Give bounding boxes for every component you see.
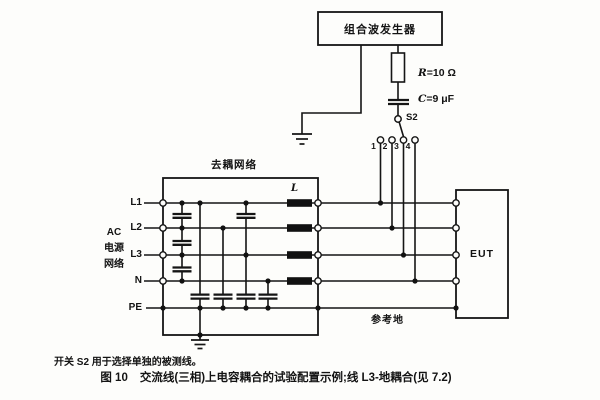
junction-dots xyxy=(160,200,459,338)
resistor-symbol: R xyxy=(418,67,427,79)
decoupling-inductors xyxy=(287,199,312,285)
selector-terminals xyxy=(376,136,419,281)
conductor-label-n: N xyxy=(134,274,142,286)
generator-box xyxy=(317,11,443,46)
ac-source-line-3: 网络 xyxy=(104,259,124,270)
capacitor-value: =9 μF xyxy=(426,93,455,105)
decoupling-network-label: 去耦网络 xyxy=(211,159,257,171)
terminal-4-label: 4 xyxy=(405,141,411,151)
coupling-resistor xyxy=(390,52,406,83)
switch-s2-label: S2 xyxy=(406,112,418,123)
reference-ground-label: 参考地 xyxy=(371,315,404,326)
inductor-symbol-label: L xyxy=(291,183,299,194)
switch-note: 开关 S2 用于选择单独的被测线。 xyxy=(54,357,202,368)
capacitor-label: C=9 μF xyxy=(418,93,454,105)
switch-s2 xyxy=(394,115,405,137)
resistor-value: =10 Ω xyxy=(426,67,456,79)
eut-label: EUT xyxy=(470,248,494,260)
ground-symbol-generator xyxy=(292,133,312,145)
decoupling-branches xyxy=(181,203,269,335)
conductor-label-l1: L1 xyxy=(130,196,142,208)
ac-source-line-1: AC xyxy=(106,227,122,238)
conductor-label-l3: L3 xyxy=(130,248,142,260)
capacitor-symbol: C xyxy=(418,93,427,105)
ac-source-line-2: 电源 xyxy=(104,243,124,254)
decoupling-capacitors xyxy=(172,212,278,300)
conductor-label-pe: PE xyxy=(128,301,142,313)
terminal-1-label: 1 xyxy=(371,141,376,151)
ac-source-label: AC 电源 网络 xyxy=(100,225,128,273)
figure-title: 交流线(三相)上电容耦合的试验配置示例;线 L3-地耦合(见 7.2) xyxy=(139,372,452,384)
conductor-label-l2: L2 xyxy=(130,221,142,233)
figure-caption: 图 10 交流线(三相)上电容耦合的试验配置示例;线 L3-地耦合(见 7.2) xyxy=(0,369,552,385)
resistor-label: R=10 Ω xyxy=(418,67,456,79)
coupling-capacitor xyxy=(388,98,409,106)
generator-ground-wire xyxy=(301,45,362,134)
port-circles xyxy=(159,199,460,285)
terminal-2-label: 2 xyxy=(382,141,388,151)
figure-number: 图 10 xyxy=(100,372,128,384)
terminal-3-label: 3 xyxy=(394,141,399,151)
generator-label: 组合波发生器 xyxy=(344,23,416,36)
